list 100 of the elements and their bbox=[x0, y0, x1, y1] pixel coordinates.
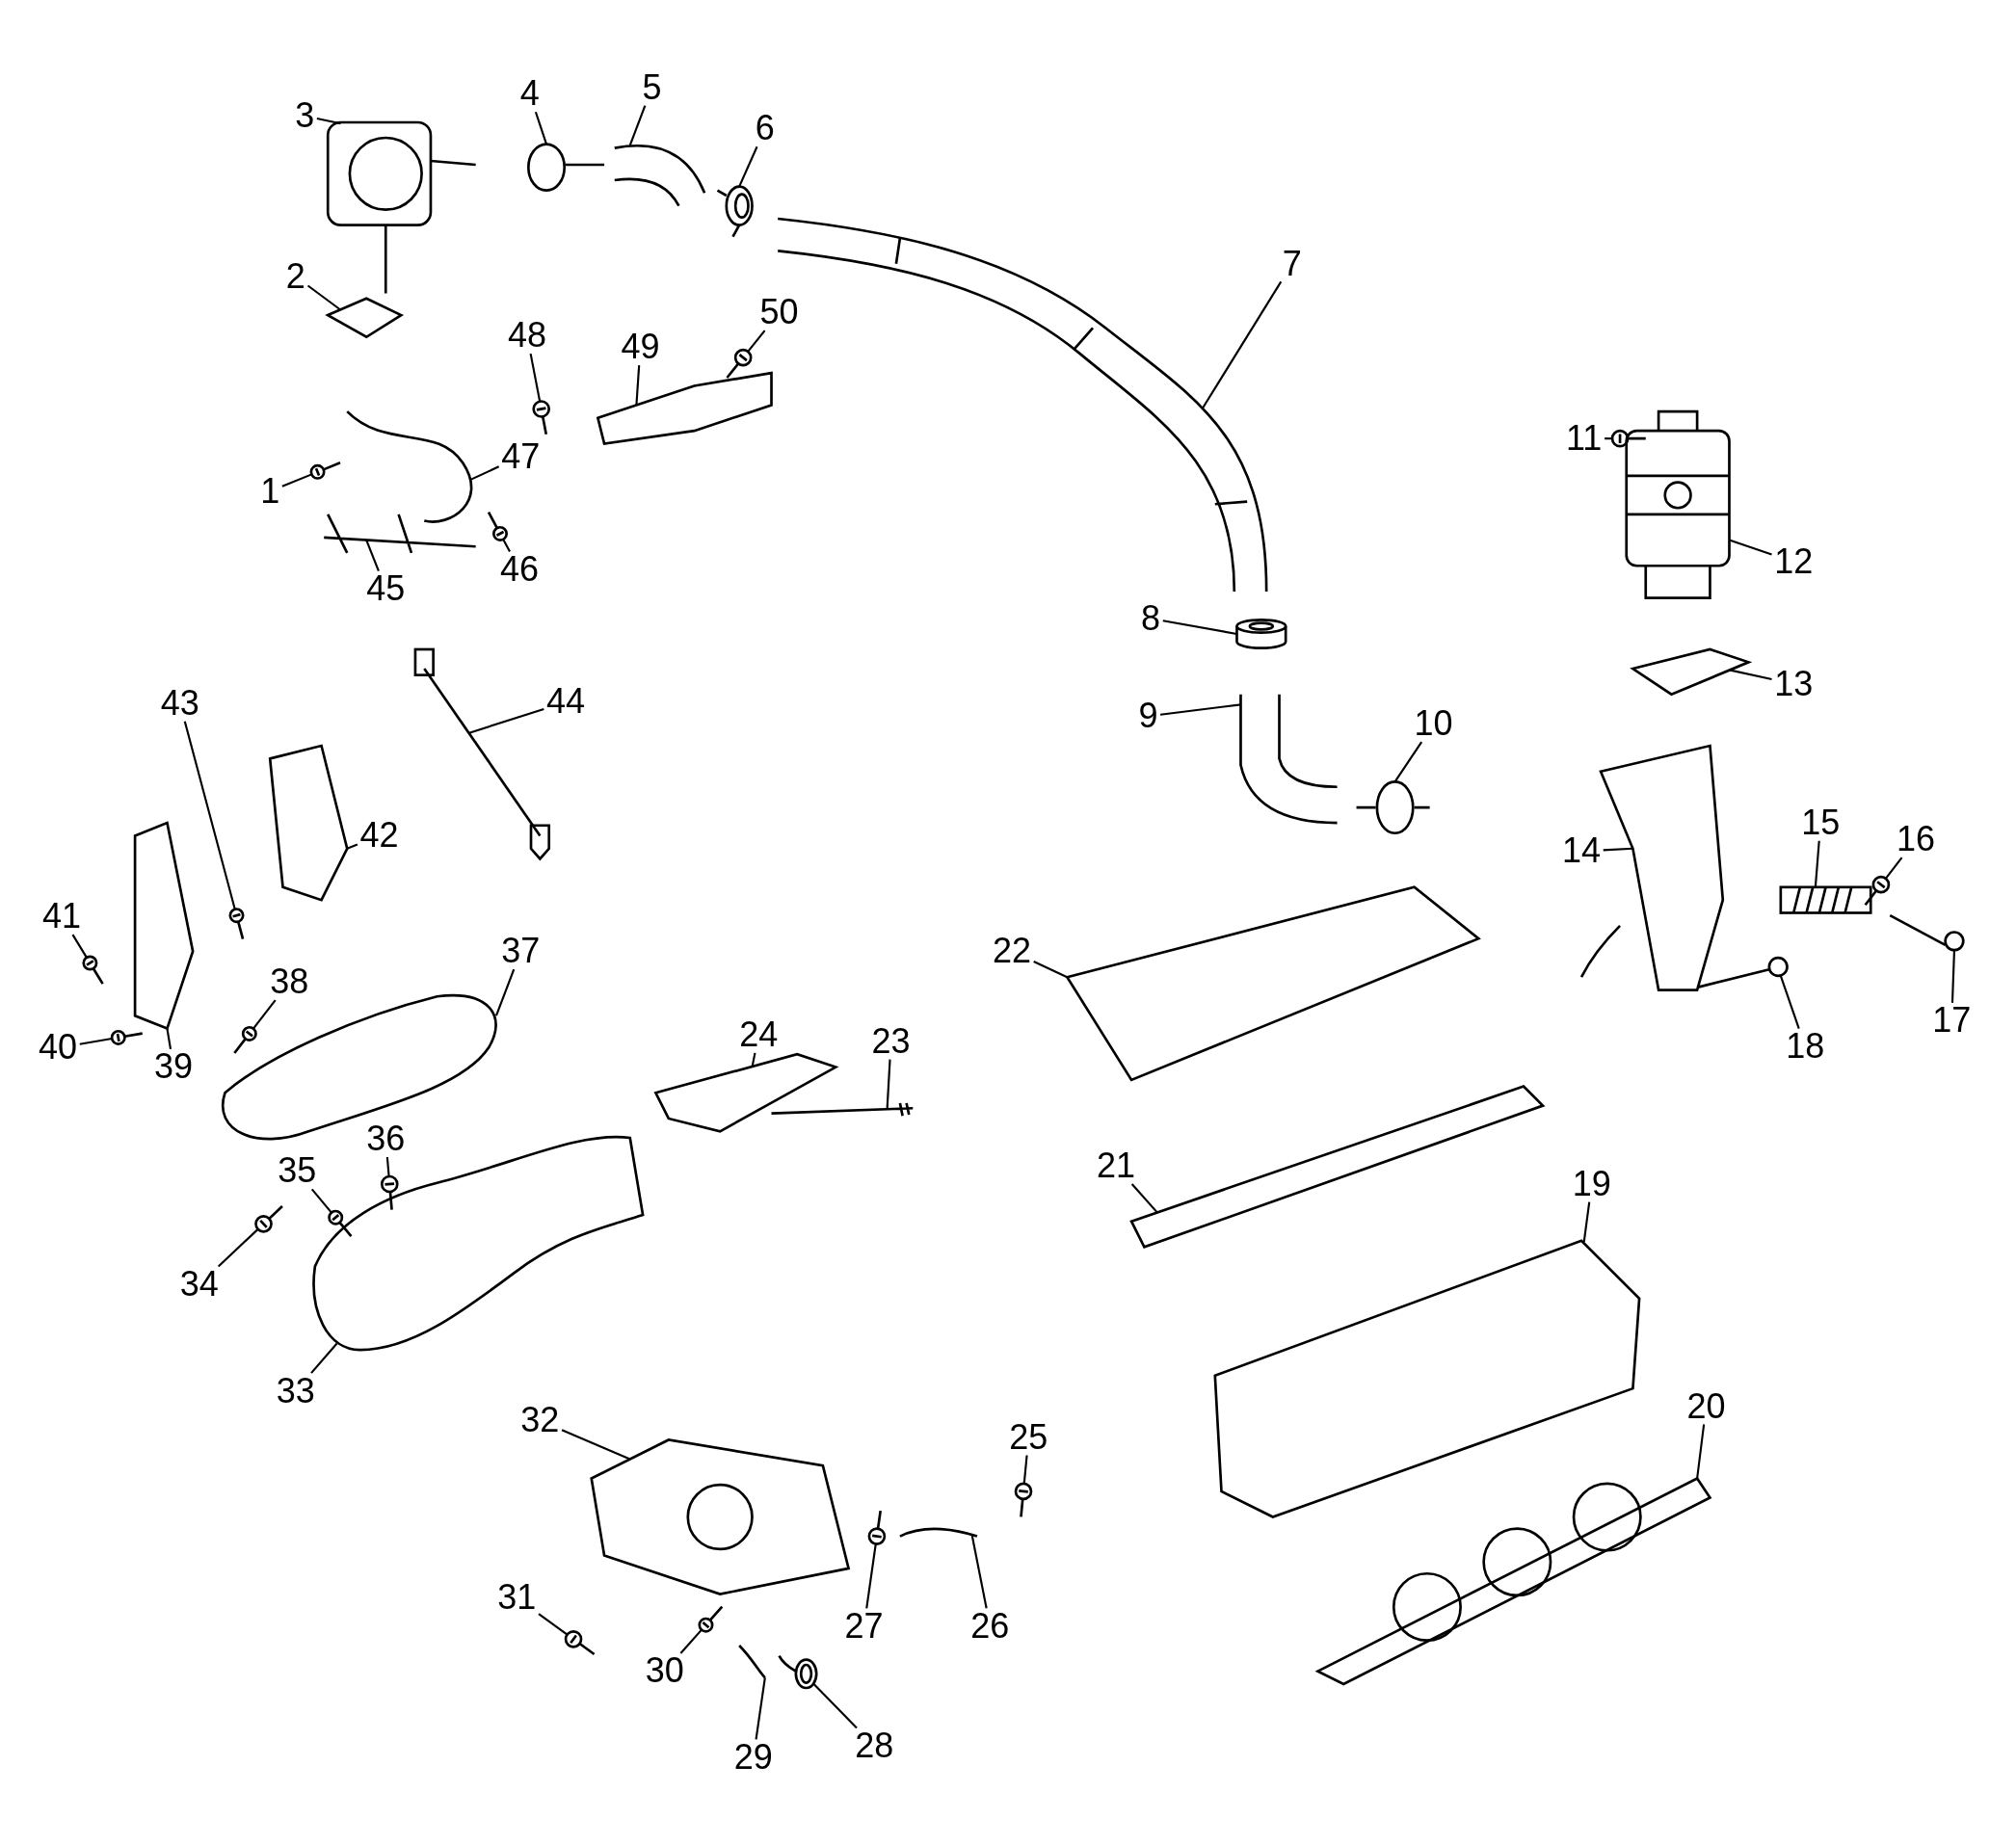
callout-number: 49 bbox=[621, 328, 660, 367]
leader-line bbox=[1033, 961, 1068, 979]
callout-number: 5 bbox=[642, 67, 662, 107]
callout-number: 41 bbox=[42, 897, 82, 936]
callout-number: 28 bbox=[855, 1726, 894, 1765]
leader-line bbox=[812, 1683, 858, 1729]
leader-line bbox=[183, 721, 236, 909]
leader-line bbox=[1603, 847, 1633, 852]
leader-line bbox=[385, 1156, 390, 1177]
hose-drawing bbox=[613, 144, 706, 208]
leader-line bbox=[217, 1228, 259, 1268]
leader-line bbox=[747, 329, 766, 353]
callout-number: 35 bbox=[278, 1151, 317, 1191]
callout-number: 2 bbox=[285, 256, 305, 296]
callout-number: 8 bbox=[1141, 598, 1161, 638]
callout-number: 43 bbox=[160, 683, 199, 723]
callout-number: 33 bbox=[276, 1371, 315, 1410]
washer-drawing bbox=[698, 1605, 724, 1633]
callout-number: 46 bbox=[500, 550, 539, 590]
leader-line bbox=[166, 1028, 172, 1050]
leader-line bbox=[71, 934, 88, 959]
leader-line bbox=[1950, 950, 1956, 1003]
pump-drawing bbox=[590, 1438, 851, 1595]
leader-line bbox=[529, 353, 542, 402]
callout-number: 14 bbox=[1562, 831, 1602, 871]
leader-line bbox=[635, 365, 641, 406]
callout-number: 3 bbox=[295, 96, 315, 136]
leader-line bbox=[751, 1052, 756, 1067]
callout-number: 48 bbox=[508, 316, 546, 356]
gasket-drawing bbox=[653, 1052, 839, 1133]
callout-number: 34 bbox=[179, 1264, 219, 1304]
callout-number: 27 bbox=[844, 1606, 884, 1646]
leader-line bbox=[310, 1188, 332, 1214]
gasket-drawing bbox=[1630, 647, 1753, 697]
leader-line bbox=[468, 707, 544, 734]
leader-line bbox=[281, 473, 312, 488]
bolt-drawing bbox=[564, 1629, 596, 1656]
leader-line bbox=[1159, 703, 1241, 716]
nut-drawing bbox=[726, 348, 753, 380]
leader-line bbox=[346, 843, 358, 850]
callout-number: 15 bbox=[1801, 803, 1841, 842]
callout-number: 44 bbox=[546, 682, 586, 722]
clamp-drawing bbox=[1355, 780, 1431, 835]
callout-number: 32 bbox=[520, 1401, 560, 1440]
leader-line bbox=[538, 1613, 569, 1636]
callout-number: 18 bbox=[1786, 1027, 1825, 1066]
callout-number: 4 bbox=[519, 74, 540, 114]
leader-line bbox=[561, 1429, 631, 1461]
pipe-fitting-drawing bbox=[1779, 885, 1872, 914]
seal-ring-drawing bbox=[1014, 1482, 1033, 1518]
leader-line bbox=[628, 105, 647, 146]
callout-number: 31 bbox=[497, 1578, 537, 1618]
bolt-drawing bbox=[1696, 956, 1789, 989]
bolt-drawing bbox=[228, 908, 245, 940]
hose-drawing bbox=[1239, 693, 1339, 825]
clamp-drawing bbox=[716, 185, 754, 239]
callout-number: 21 bbox=[1097, 1147, 1136, 1186]
callout-number: 29 bbox=[733, 1737, 773, 1777]
callout-number: 30 bbox=[645, 1651, 684, 1691]
hose-drawing bbox=[899, 1527, 978, 1538]
bolt-drawing bbox=[1889, 914, 1965, 952]
callout-number: 24 bbox=[739, 1015, 779, 1054]
heat-shield-drawing bbox=[596, 371, 773, 445]
leader-line bbox=[79, 1037, 113, 1045]
leader-line bbox=[1605, 437, 1613, 440]
leader-line bbox=[970, 1535, 988, 1609]
leader-line bbox=[1779, 975, 1800, 1029]
gasket-drawing bbox=[325, 297, 405, 339]
leader-line bbox=[1582, 1201, 1591, 1243]
leader-line bbox=[365, 540, 380, 571]
leader-line bbox=[1130, 1183, 1158, 1214]
bolt-drawing bbox=[380, 1174, 399, 1211]
bolt-drawing bbox=[328, 1209, 353, 1238]
leader-line bbox=[1814, 840, 1820, 887]
callout-number: 23 bbox=[871, 1021, 911, 1061]
leader-line bbox=[865, 1543, 877, 1609]
callout-number: 20 bbox=[1686, 1386, 1726, 1426]
leader-line bbox=[469, 465, 500, 481]
callout-number: 13 bbox=[1774, 664, 1814, 703]
bolt-drawing bbox=[487, 511, 508, 541]
pipe-drawing bbox=[738, 1645, 766, 1679]
callout-number: 36 bbox=[366, 1120, 406, 1159]
leader-line bbox=[1884, 857, 1903, 880]
leader-line bbox=[534, 111, 548, 145]
nut-drawing bbox=[1864, 875, 1891, 907]
bolt-drawing bbox=[254, 1204, 284, 1233]
leader-line bbox=[495, 968, 516, 1016]
callout-number: 12 bbox=[1774, 542, 1814, 582]
leader-line bbox=[755, 1677, 766, 1740]
leader-line bbox=[1162, 619, 1237, 636]
seal-ring-drawing bbox=[778, 1654, 818, 1690]
callout-number: 19 bbox=[1572, 1164, 1611, 1203]
leader-line bbox=[1729, 539, 1772, 556]
bolt-drawing bbox=[110, 1029, 145, 1045]
callout-number: 16 bbox=[1896, 820, 1935, 859]
valve-drawing bbox=[326, 120, 477, 295]
callout-number: 42 bbox=[359, 816, 399, 856]
leader-line bbox=[252, 999, 277, 1030]
callout-number: 6 bbox=[755, 109, 775, 148]
bracket-drawing bbox=[322, 513, 477, 555]
